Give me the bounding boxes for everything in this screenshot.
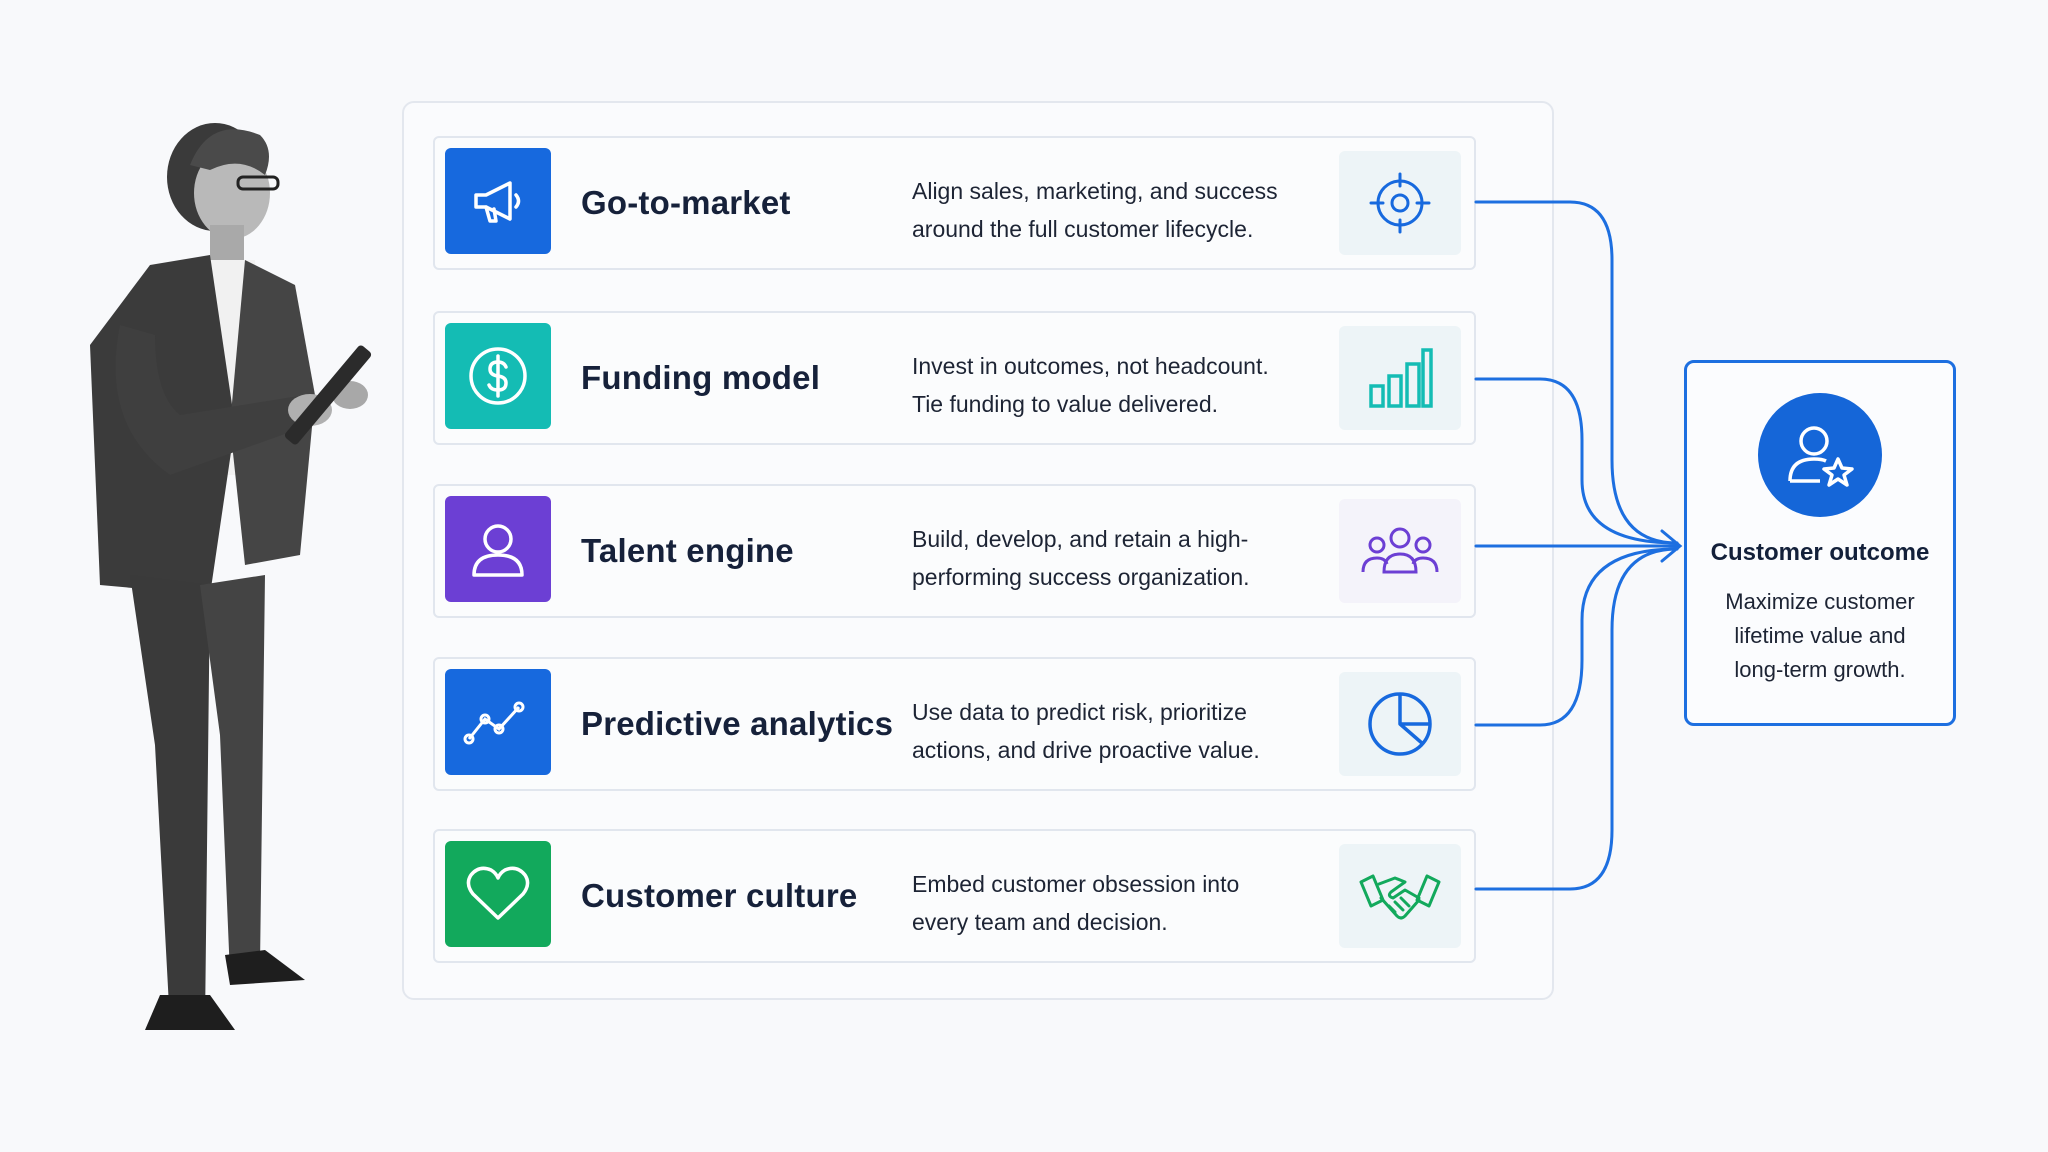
pillar-card-customer-culture: Customer culture Embed customer obsessio…	[433, 829, 1476, 963]
pillar-title: Predictive analytics	[581, 705, 894, 742]
pillar-title: Go-to-market	[581, 184, 791, 221]
user-star-icon	[1758, 393, 1882, 517]
pillar-description: Invest in outcomes, not headcount. Tie f…	[912, 353, 1269, 417]
bar-chart-icon	[1339, 326, 1461, 430]
pillar-title: Customer culture	[581, 877, 858, 914]
pie-chart-icon	[1339, 672, 1461, 776]
pillar-description: Build, develop, and retain a high-perfor…	[912, 526, 1250, 590]
pillar-description: Align sales, marketing, and success arou…	[912, 178, 1278, 242]
pillar-title: Funding model	[581, 359, 821, 396]
pillar-description: Embed customer obsession into every team…	[912, 871, 1240, 935]
pillar-card-go-to-market: Go-to-market Align sales, marketing, and…	[433, 136, 1476, 270]
heart-icon	[445, 841, 551, 947]
pillar-card-talent-engine: Talent engine Build, develop, and retain…	[433, 484, 1476, 618]
person-icon	[445, 496, 551, 602]
pillar-description: Use data to predict risk, prioritize act…	[912, 699, 1260, 763]
outcome-title: Customer outcome	[1710, 539, 1930, 566]
customer-outcome-box: Customer outcome Maximize customer lifet…	[1684, 360, 1956, 726]
pillar-card-predictive-analytics: Predictive analytics Use data to predict…	[433, 657, 1476, 791]
handshake-icon	[1339, 844, 1461, 948]
businessman-with-tablet-image	[90, 123, 372, 1030]
pillar-title: Talent engine	[581, 532, 794, 569]
megaphone-icon	[445, 148, 551, 254]
dollar-icon	[445, 323, 551, 429]
target-icon	[1339, 151, 1461, 255]
pillar-card-funding-model: Funding model Invest in outcomes, not he…	[433, 311, 1476, 445]
outcome-description: Maximize customer lifetime value and lon…	[1725, 589, 1915, 682]
trend-line-icon	[445, 669, 551, 775]
team-icon	[1339, 499, 1461, 603]
